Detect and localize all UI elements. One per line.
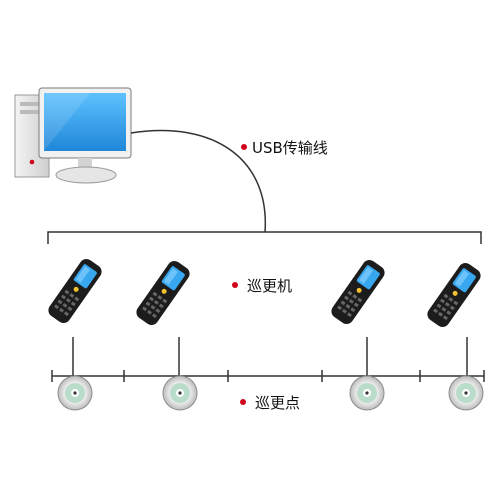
point-label-bullet [240,399,246,405]
device-connector-lines [72,337,468,376]
device-label: 巡更机 [247,277,292,295]
patrol-checkpoint-icon [162,375,198,411]
device-label-bullet [232,282,238,288]
handheld-terminal-icon [45,256,105,326]
patrol-checkpoint-icon [448,375,484,411]
cable-label: USB传输线 [252,139,328,157]
patrol-checkpoint-icon [349,375,385,411]
checkpoint-rail [51,370,485,382]
handheld-terminal-icon [328,257,388,327]
usb-cable-line [130,129,266,233]
handheld-terminal-icon [133,258,193,328]
distribution-bracket [47,231,482,244]
handheld-terminal-icon [424,260,484,330]
desktop-computer-icon [14,87,132,184]
cable-label-bullet [241,144,247,150]
patrol-checkpoint-icon [57,375,93,411]
point-label: 巡更点 [255,394,300,412]
